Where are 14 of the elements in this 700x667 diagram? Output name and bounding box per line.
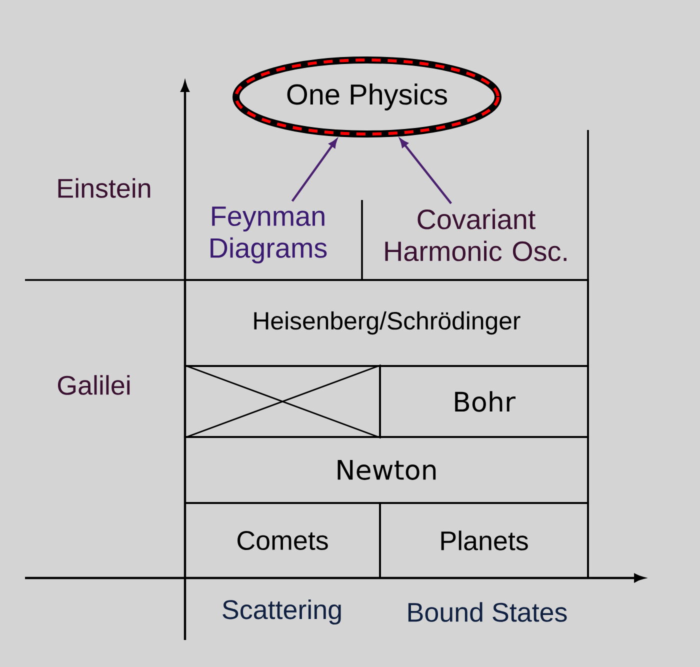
crossed-box [183,364,382,439]
axis-label: Bound States [408,602,567,622]
axis-label: Scattering [222,599,341,625]
text-box: Bohr [379,365,589,438]
axis-label: Galilei [58,375,130,395]
text-box: Comets [184,502,381,579]
arrow [400,138,452,204]
text-box: Planets [379,502,589,579]
arrow [291,139,338,202]
text-label: Covariant Harmonic Osc. [385,208,566,262]
text-label: Feynman Diagrams [210,206,327,264]
text-box: Heisenberg/Schrödinger [184,279,589,367]
axis-label: Einstein [58,178,150,198]
text-box: Newton [184,436,589,504]
